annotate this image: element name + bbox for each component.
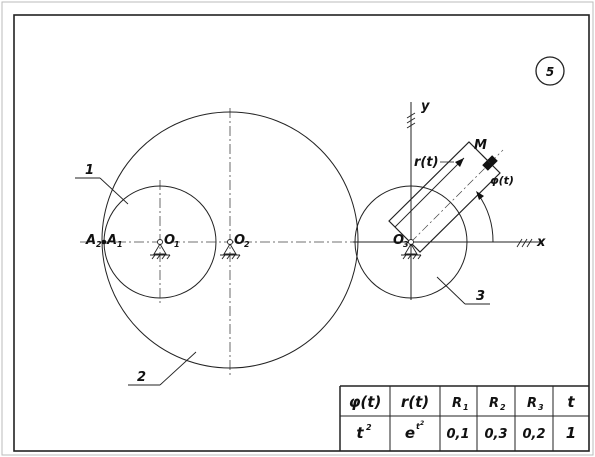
y-axis-label: y <box>421 99 430 114</box>
a1-label: A <box>106 233 117 248</box>
r-label: r(t) <box>414 155 439 170</box>
a1-subscript: 1 <box>117 240 123 249</box>
o1-label: O <box>164 233 175 248</box>
header-phi: φ(t) <box>349 393 382 411</box>
y-axis-hatching <box>406 112 416 129</box>
o3-subscript: 3 <box>403 240 409 249</box>
x-axis-label: x <box>536 235 546 250</box>
wheel-1-leader-diagonal <box>99 177 129 205</box>
wheel-2-circle <box>101 111 359 369</box>
value-r3: 0,2 <box>522 427 545 442</box>
header-r3-sub: 3 <box>538 403 544 412</box>
sheet-number: 5 <box>546 65 554 79</box>
value-phi-exp: 2 <box>366 423 372 432</box>
value-phi-base: t <box>356 424 364 442</box>
a2-subscript: 2 <box>96 240 102 249</box>
a2-label: A <box>85 233 96 248</box>
point-m-leader <box>481 154 491 164</box>
sheet-number-circle <box>535 56 565 86</box>
header-r: r(t) <box>401 393 429 411</box>
wheel-2-label: 2 <box>137 370 146 385</box>
x-axis-hatching <box>516 238 533 248</box>
o1-subscript: 1 <box>174 240 180 249</box>
value-r1: 0,1 <box>446 427 469 442</box>
header-r3: R <box>527 396 537 411</box>
value-r-exp2: 2 <box>420 420 424 427</box>
header-r1-sub: 1 <box>463 403 469 412</box>
inner-frame <box>13 14 590 452</box>
wheel-3-label: 3 <box>476 289 485 304</box>
value-r2: 0,3 <box>484 427 507 442</box>
phi-arc <box>477 193 494 243</box>
support-o3 <box>401 239 422 260</box>
wheel-3-leader <box>436 276 466 305</box>
slot-axis <box>410 162 491 243</box>
contact-point-a <box>101 239 107 245</box>
o2-subscript: 2 <box>244 240 250 249</box>
value-r-exp: t <box>416 422 421 431</box>
r-dimension-line <box>394 157 465 228</box>
o3-label: O <box>393 233 404 248</box>
header-r2: R <box>489 396 499 411</box>
wheel-1-label: 1 <box>85 163 94 178</box>
support-o2 <box>220 239 241 260</box>
header-r1: R <box>452 396 462 411</box>
value-t: 1 <box>566 424 576 442</box>
parameter-table <box>339 385 589 451</box>
header-t: t <box>567 393 575 411</box>
m-label: M <box>474 138 487 153</box>
phi-label: φ(t) <box>490 174 514 187</box>
support-o1 <box>150 239 171 260</box>
phi-arc-arrow <box>476 191 484 200</box>
wheel-2-leader-diagonal <box>159 351 197 386</box>
value-r-base: e <box>405 424 415 442</box>
o2-label: O <box>234 233 245 248</box>
r-dimension-arrow <box>455 158 464 167</box>
header-r2-sub: 2 <box>500 403 506 412</box>
